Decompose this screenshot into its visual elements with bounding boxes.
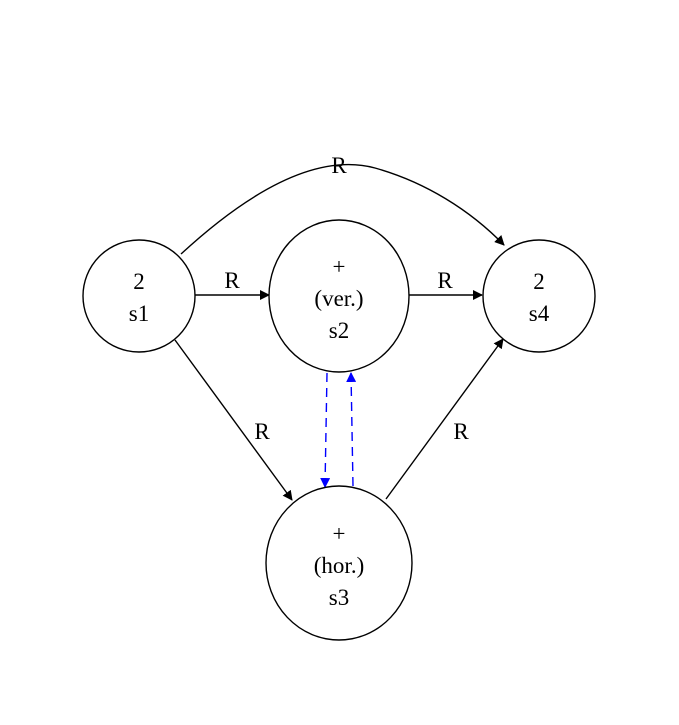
edge-s3-s4-label: R — [453, 419, 469, 444]
edge-s1-s4: R — [180, 153, 505, 255]
node-s1-id: s1 — [129, 301, 149, 326]
node-s3-symbol: + — [333, 521, 346, 546]
node-s2: + (ver.) s2 — [268, 219, 410, 373]
edge-s1-s3-line — [174, 339, 293, 501]
node-s2-ellipse — [268, 219, 410, 373]
node-s3-ellipse — [265, 485, 413, 641]
node-s3: + (hor.) s3 — [265, 485, 413, 641]
node-s4-id: s4 — [529, 301, 550, 326]
node-s2-symbol: + — [333, 254, 346, 279]
edge-s1-s2: R — [195, 268, 270, 300]
node-s4: 2 s4 — [482, 239, 596, 353]
edge-s1-s4-label: R — [331, 153, 347, 178]
node-s4-value: 2 — [533, 269, 545, 294]
node-s1-value: 2 — [133, 269, 145, 294]
edge-s3-s4-line — [385, 338, 504, 500]
edge-s2-s3-line — [320, 372, 331, 488]
node-s4-circle — [482, 239, 596, 353]
node-s1-circle — [82, 239, 196, 353]
edge-s2-s3-dashed — [320, 372, 331, 488]
node-s3-id: s3 — [329, 585, 349, 610]
edge-s3-s2-dashed — [346, 372, 357, 487]
node-s3-orientation: (hor.) — [314, 553, 364, 578]
edge-s1-s4-line — [180, 163, 505, 255]
node-s1: 2 s1 — [82, 239, 196, 353]
edge-s3-s2-line — [346, 372, 357, 487]
edge-s2-s4: R — [409, 268, 483, 300]
edge-s1-s3-label: R — [254, 419, 270, 444]
edge-s3-s4: R — [385, 338, 504, 500]
edge-s2-s4-label: R — [437, 268, 453, 293]
node-s2-orientation: (ver.) — [314, 286, 363, 311]
edge-s1-s2-label: R — [224, 268, 240, 293]
edge-s1-s3: R — [174, 339, 293, 501]
node-s2-id: s2 — [329, 318, 349, 343]
